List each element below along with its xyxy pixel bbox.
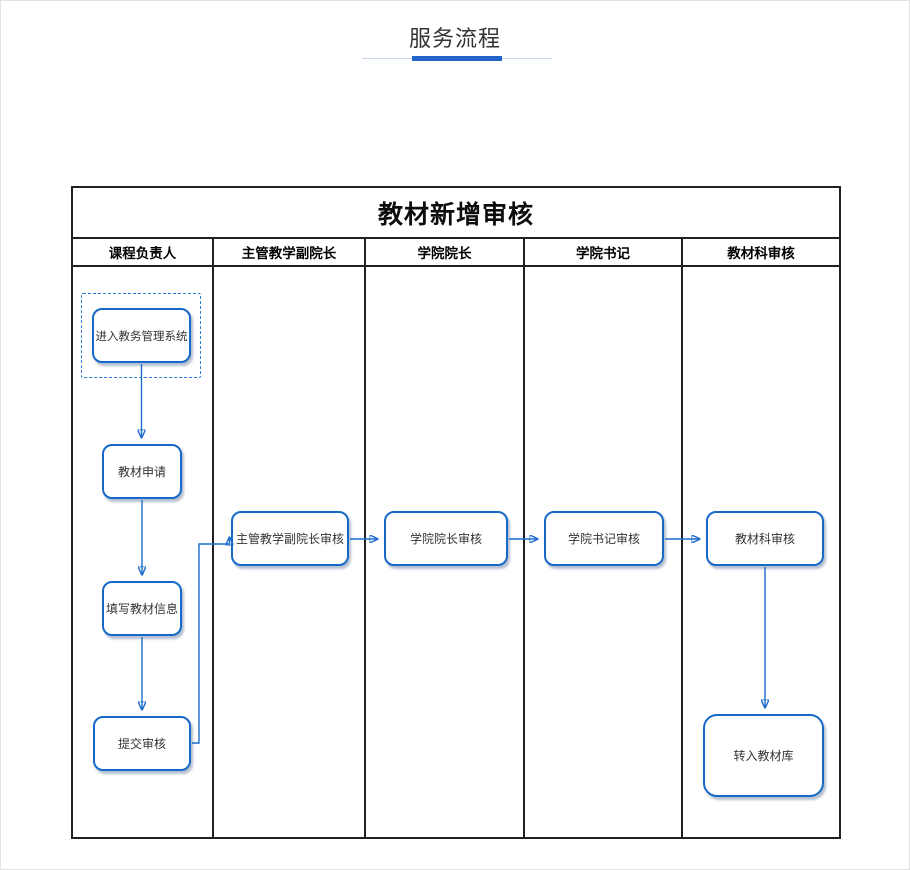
lane-column-secretary — [525, 267, 683, 837]
lane-header-textbook-office: 教材科审核 — [727, 246, 795, 261]
node-submit-review: 提交审核 — [93, 716, 191, 771]
node-dean-review: 学院院长审核 — [384, 511, 508, 566]
node-vice-dean-review: 主管教学副院长审核 — [231, 511, 349, 566]
node-textbook-apply: 教材申请 — [102, 444, 182, 499]
node-transfer-to-library: 转入教材库 — [703, 714, 824, 797]
lane-column-vice-dean — [214, 267, 366, 837]
lane-column-dean — [366, 267, 525, 837]
lane-header-dean: 学院院长 — [366, 239, 525, 265]
lane-header-secretary: 学院书记 — [525, 239, 683, 265]
underline-accent-bar — [412, 56, 502, 61]
page-title: 服务流程 — [408, 26, 501, 51]
flowchart-title: 教材新增审核 — [73, 188, 839, 239]
lane-header-row: 课程负责人 主管教学副院长 学院院长 学院书记 教材科审核 — [73, 239, 839, 267]
node-fill-textbook-info: 填写教材信息 — [102, 581, 182, 636]
node-secretary-review: 学院书记审核 — [544, 511, 664, 566]
node-textbook-office-review: 教材科审核 — [706, 511, 824, 566]
lane-header-course-leader: 课程负责人 — [73, 239, 214, 265]
title-underline — [362, 55, 552, 62]
node-enter-system: 进入教务管理系统 — [92, 308, 191, 363]
lane-header-vice-dean: 主管教学副院长 — [214, 239, 366, 265]
